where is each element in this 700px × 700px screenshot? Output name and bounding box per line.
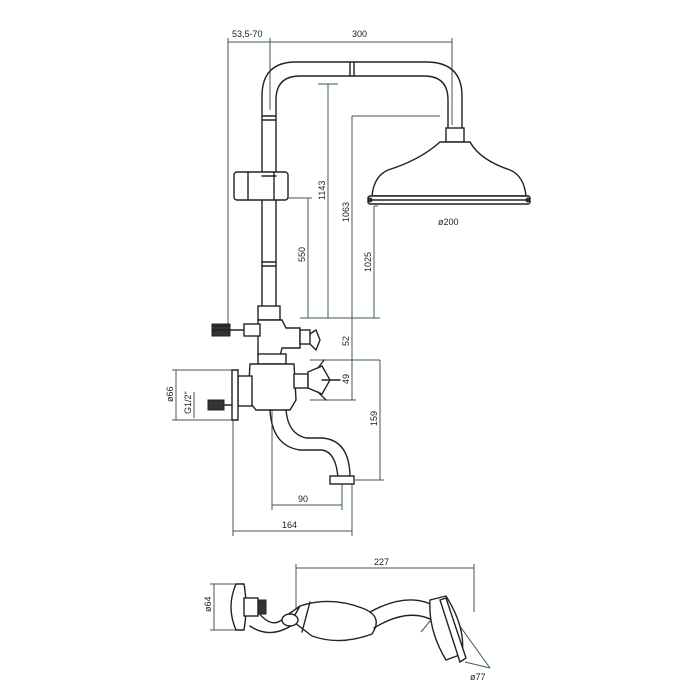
dim-rail-slider: 550 xyxy=(297,247,307,262)
dim-spout-reach: 90 xyxy=(298,494,308,504)
dim-upper-offset: 52 xyxy=(341,336,351,346)
dim-offset-range: 53,5-70 xyxy=(232,29,263,39)
dim-mixer-depth: 164 xyxy=(282,520,297,530)
dim-inlet-thread: G1/2" xyxy=(183,391,193,414)
riser-coupling xyxy=(257,305,281,321)
dim-handshower-head-diameter: ø77 xyxy=(470,672,486,682)
dim-mixer-to-head: 1025 xyxy=(363,252,373,272)
shower-riser xyxy=(233,61,463,321)
slider-bracket xyxy=(233,171,289,201)
wall-holder xyxy=(230,583,247,631)
mixer-body xyxy=(207,319,355,485)
dimension-labels: 53,5-70 300 1143 1063 1025 550 52 49 159… xyxy=(165,29,486,682)
dim-handshower-length: 227 xyxy=(374,557,389,567)
dim-head-diameter: ø200 xyxy=(438,217,459,227)
dim-holder-diameter: ø64 xyxy=(203,596,213,612)
dim-spout-height: 159 xyxy=(369,411,379,426)
shower-head xyxy=(367,127,531,205)
dim-arm-length: 300 xyxy=(352,29,367,39)
dim-head-height: 1063 xyxy=(341,202,351,222)
dim-overall-height: 1143 xyxy=(317,181,327,200)
dim-valve-offset: 49 xyxy=(341,374,351,384)
handshower-group xyxy=(230,583,467,664)
dim-inlet-diameter: ø66 xyxy=(165,386,175,402)
dimension-lines xyxy=(172,38,491,669)
